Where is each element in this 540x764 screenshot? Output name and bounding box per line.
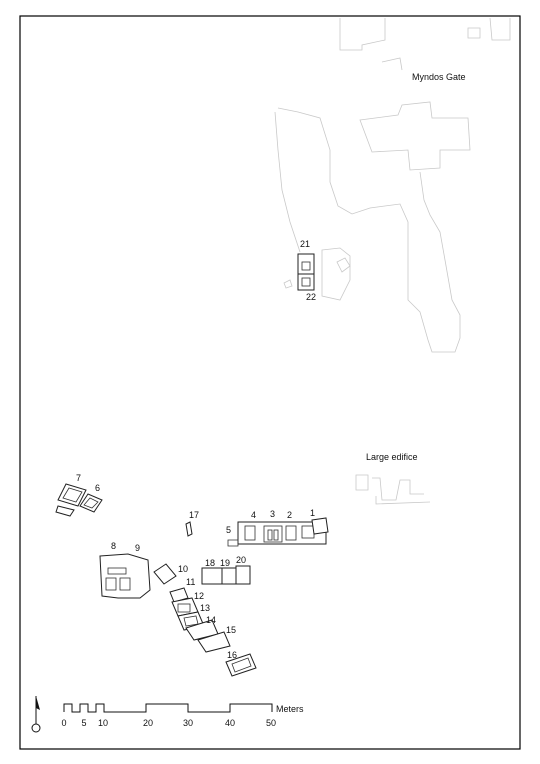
tomb-label-22: 22 [306, 292, 316, 302]
scale-bar: 0 5 10 20 30 40 50 Meters [61, 703, 304, 728]
tomb-label-13: 13 [200, 603, 210, 613]
tomb-label-20: 20 [236, 555, 246, 565]
tomb-label-18: 18 [205, 558, 215, 568]
tomb-label-11: 11 [186, 577, 195, 587]
scale-tick-30: 30 [183, 718, 193, 728]
tomb-label-7: 7 [76, 473, 81, 483]
tomb-group-6-7 [55, 483, 103, 517]
scale-unit-label: Meters [276, 704, 304, 714]
tomb-group-10-15 [153, 563, 231, 653]
north-arrow [31, 696, 41, 733]
tomb-group-21-22 [297, 253, 315, 291]
tomb-label-3: 3 [270, 509, 275, 519]
tomb-group-18-20 [201, 565, 251, 585]
tomb-label-10: 10 [178, 564, 188, 574]
myndos-gate-label: Myndos Gate [412, 72, 466, 82]
tomb-label-12: 12 [194, 591, 204, 601]
tomb-label-14: 14 [206, 615, 216, 625]
scale-tick-0: 0 [61, 718, 66, 728]
scale-tick-40: 40 [225, 718, 235, 728]
tomb-16 [225, 653, 257, 677]
tomb-label-8: 8 [111, 541, 116, 551]
scale-tick-5: 5 [81, 718, 86, 728]
tomb-label-4: 4 [251, 510, 256, 520]
tomb-17 [185, 521, 193, 537]
large-edifice-outline [355, 474, 431, 505]
tomb-group-1-5 [227, 517, 329, 547]
tomb-label-17: 17 [189, 510, 199, 520]
city-wall-outline [274, 17, 511, 353]
tomb-label-1: 1 [310, 508, 315, 518]
scale-tick-20: 20 [143, 718, 153, 728]
scale-tick-50: 50 [266, 718, 276, 728]
map-frame [19, 15, 521, 750]
tomb-label-2: 2 [287, 510, 292, 520]
scale-tick-labels: 0 5 10 20 30 40 50 [61, 718, 276, 728]
large-edifice-label: Large edifice [366, 452, 418, 462]
tomb-label-9: 9 [135, 543, 140, 553]
tomb-label-19: 19 [220, 558, 230, 568]
scale-tick-10: 10 [98, 718, 108, 728]
tomb-label-5: 5 [226, 525, 231, 535]
tomb-label-15: 15 [226, 625, 236, 635]
tomb-label-16: 16 [227, 650, 237, 660]
tomb-label-6: 6 [95, 483, 100, 493]
tomb-label-21: 21 [300, 239, 310, 249]
tomb-group-8-9 [99, 553, 151, 599]
